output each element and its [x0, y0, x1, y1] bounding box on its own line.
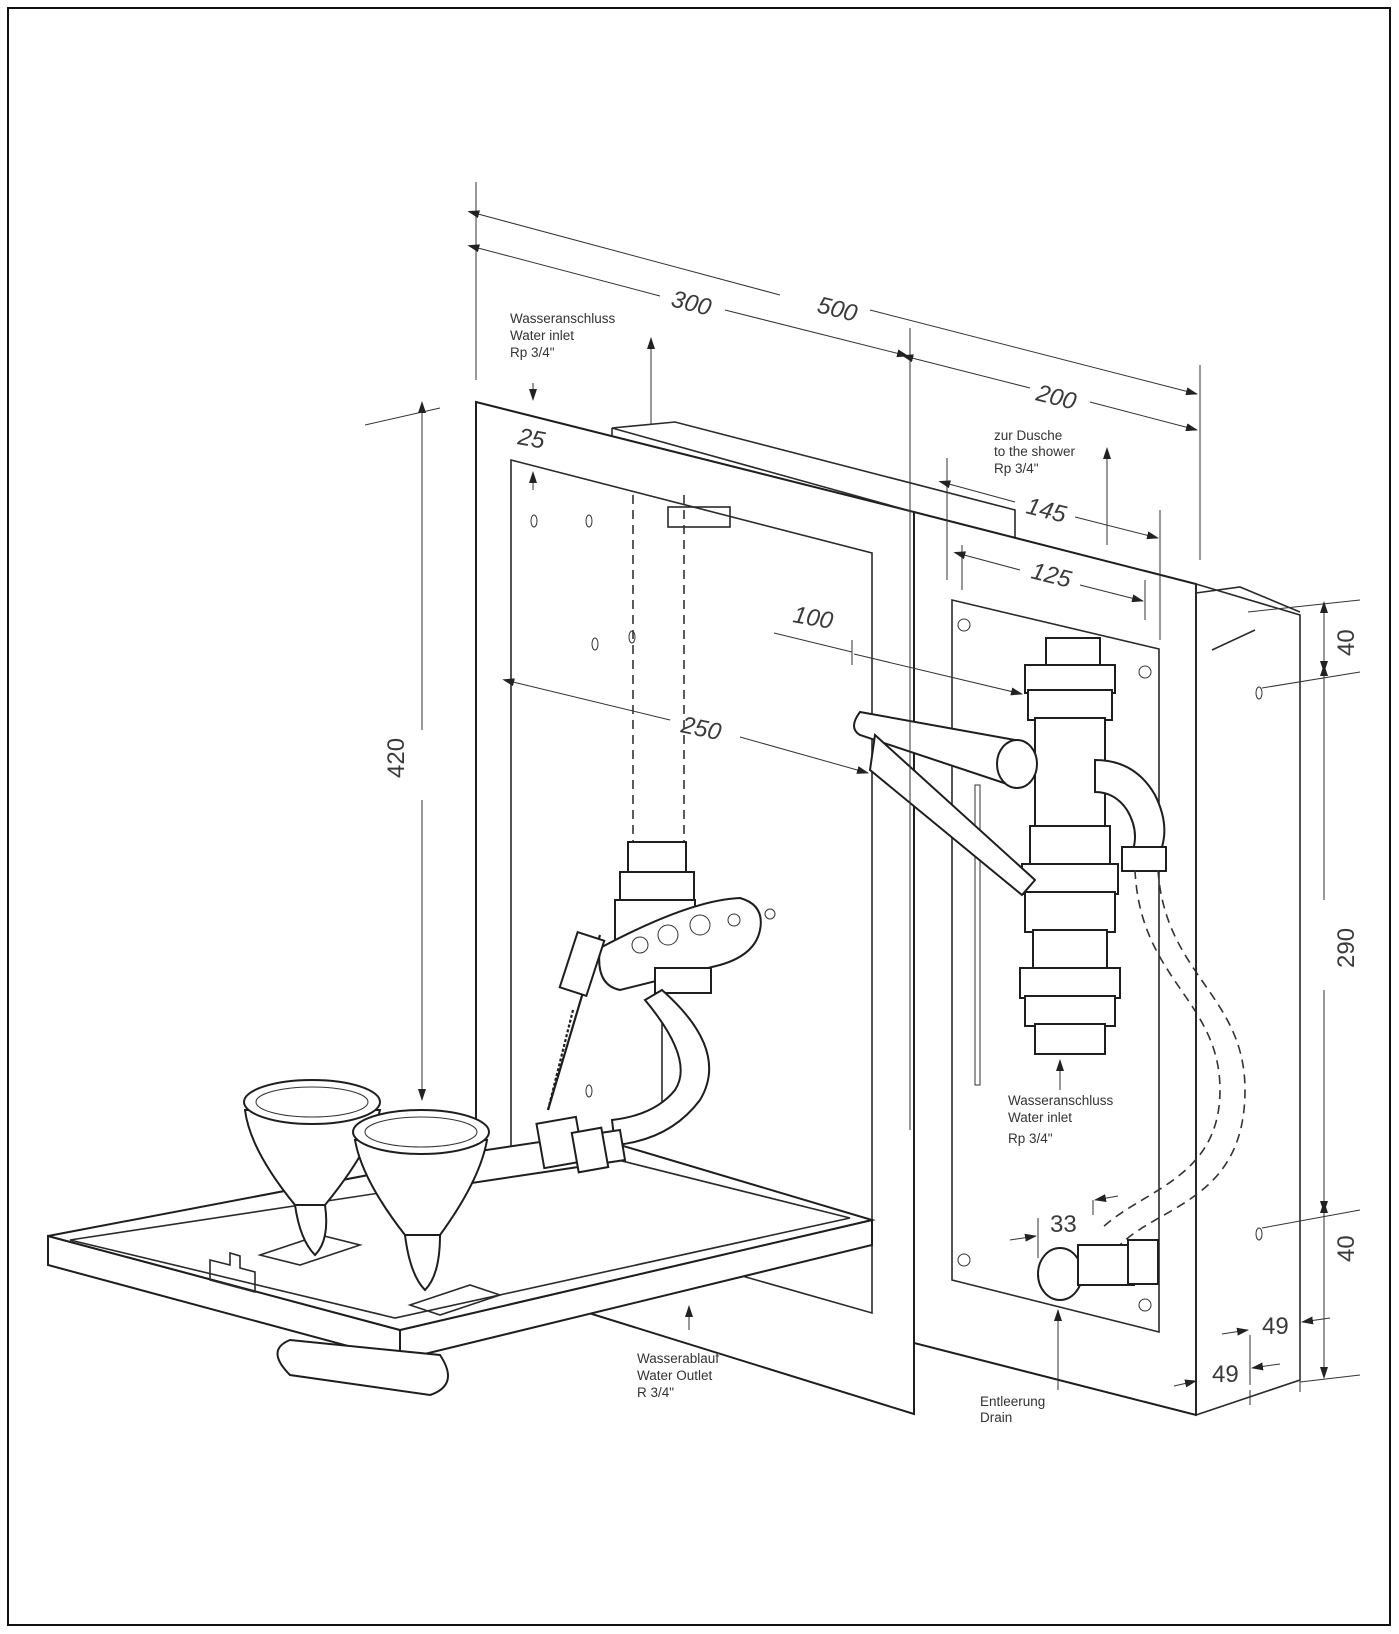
label-line: Rp 3/4" [994, 461, 1039, 476]
label-line: Rp 3/4" [1008, 1131, 1053, 1146]
center-valve [418, 841, 776, 1192]
label-line: Water inlet [1008, 1110, 1072, 1125]
eyewash-cups [243, 1079, 490, 1292]
label-water-inlet-right: Wasseranschluss Water inlet Rp 3/4" [1008, 1093, 1114, 1146]
label-drain: Entleerung Drain [980, 1394, 1045, 1425]
label-line: Water Outlet [637, 1368, 713, 1383]
dim-40-top: 40 [1333, 629, 1360, 656]
dim-49-upper: 49 [1262, 1313, 1289, 1340]
dimension-lines [364, 182, 1361, 1405]
label-water-outlet: Wasserablauf Water Outlet R 3/4" [637, 1351, 719, 1400]
label-to-shower: zur Dusche to the shower Rp 3/4" [994, 428, 1076, 476]
dim-300: 300 [669, 286, 715, 322]
dim-49-lower: 49 [1212, 1361, 1239, 1388]
dim-25: 25 [515, 423, 548, 455]
label-line: Wasseranschluss [510, 311, 616, 326]
drawing-border [7, 7, 1391, 1626]
label-line: Water inlet [510, 328, 574, 343]
dim-200: 200 [1033, 379, 1080, 415]
dim-290: 290 [1333, 928, 1360, 968]
dim-145: 145 [1024, 493, 1070, 529]
dim-420: 420 [383, 738, 410, 778]
drip-tray [47, 1143, 876, 1397]
dim-33: 33 [1050, 1211, 1077, 1238]
dim-500: 500 [815, 292, 861, 328]
valve-assembly [1019, 637, 1246, 1301]
label-line: to the shower [994, 444, 1076, 459]
label-line: Rp 3/4" [510, 345, 555, 360]
label-line: zur Dusche [994, 428, 1062, 443]
label-line: Wasserablauf [637, 1351, 719, 1366]
label-line: R 3/4" [637, 1385, 674, 1400]
label-line: Wasseranschluss [1008, 1093, 1114, 1108]
label-water-inlet-top: Wasseranschluss Water inlet Rp 3/4" [510, 311, 616, 360]
dim-40-bottom: 40 [1333, 1235, 1360, 1262]
lever-handle [853, 710, 1038, 897]
label-line: Entleerung [980, 1394, 1045, 1409]
label-line: Drain [980, 1410, 1012, 1425]
